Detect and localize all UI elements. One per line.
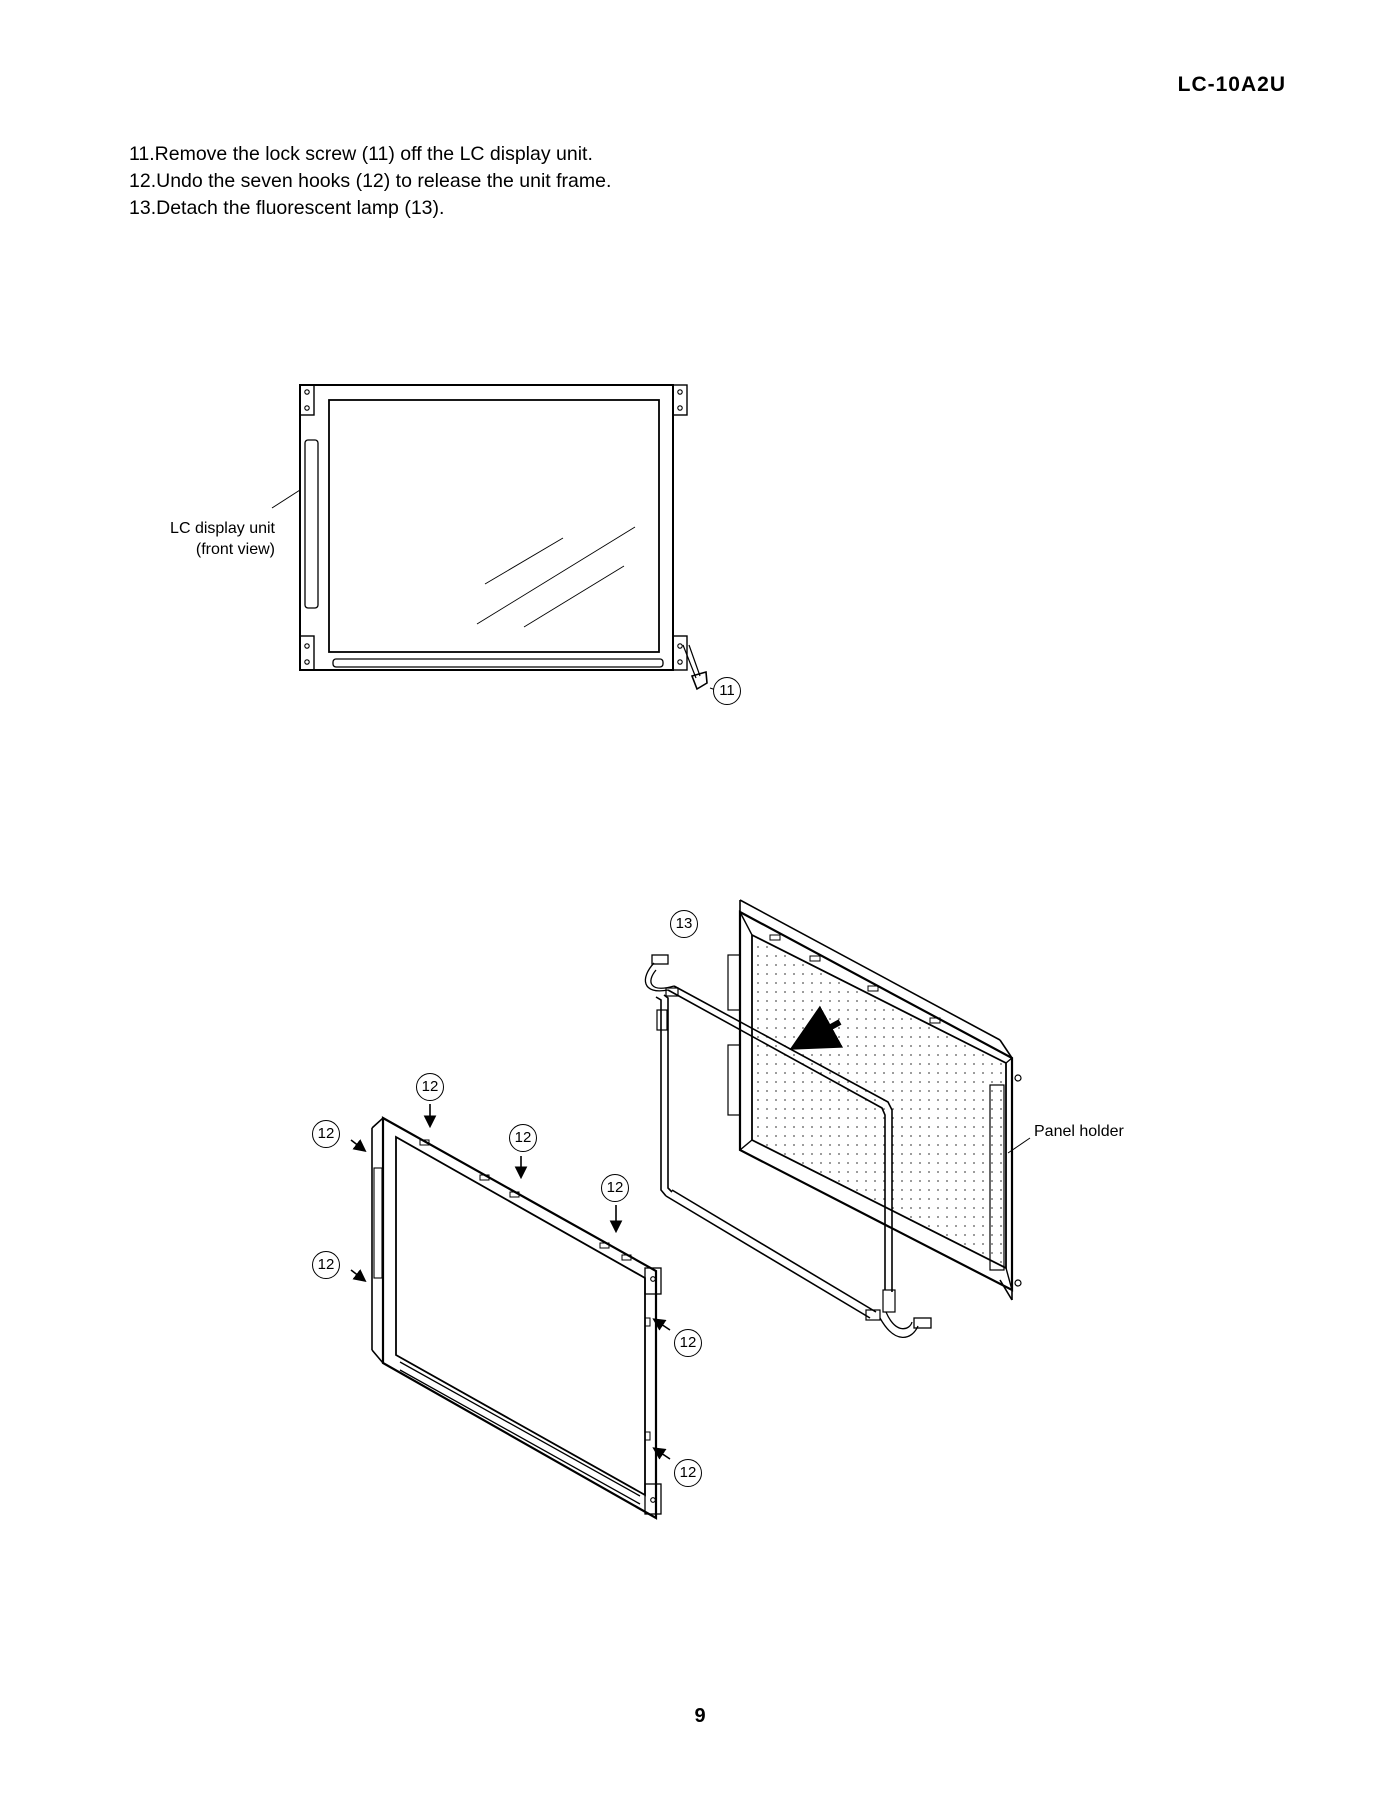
callout-12-top-right: 12 [601, 1174, 629, 1202]
instruction-steps: 11.Remove the lock screw (11) off the LC… [129, 141, 611, 222]
lcd-front-view [271, 384, 717, 691]
step-11: 11.Remove the lock screw (11) off the LC… [129, 143, 593, 165]
callout-12-right-upper: 12 [674, 1329, 702, 1357]
callout-12-top-left: 12 [416, 1073, 444, 1101]
step-13: 13.Detach the fluorescent lamp (13). [129, 197, 445, 219]
callout-12-top-middle: 12 [509, 1124, 537, 1152]
page-number: 9 [694, 1705, 706, 1727]
panel-holder-label: Panel holder [1034, 1123, 1124, 1140]
unit-frame [371, 1116, 662, 1520]
callout-11: 11 [713, 677, 741, 705]
callout-12-left-lower: 12 [312, 1251, 340, 1279]
callout-13: 13 [670, 910, 698, 938]
callout-12-right-lower: 12 [674, 1459, 702, 1487]
step-12: 12.Undo the seven hooks (12) to release … [129, 170, 612, 192]
callout-12-left-upper: 12 [312, 1120, 340, 1148]
hook-arrows [350, 1104, 671, 1460]
model-number: LC-10A2U [1177, 73, 1286, 96]
panel-holder [727, 899, 1031, 1301]
lcd-unit-label: LC display unit (front view) [170, 520, 275, 558]
fluorescent-lamp [644, 954, 932, 1339]
